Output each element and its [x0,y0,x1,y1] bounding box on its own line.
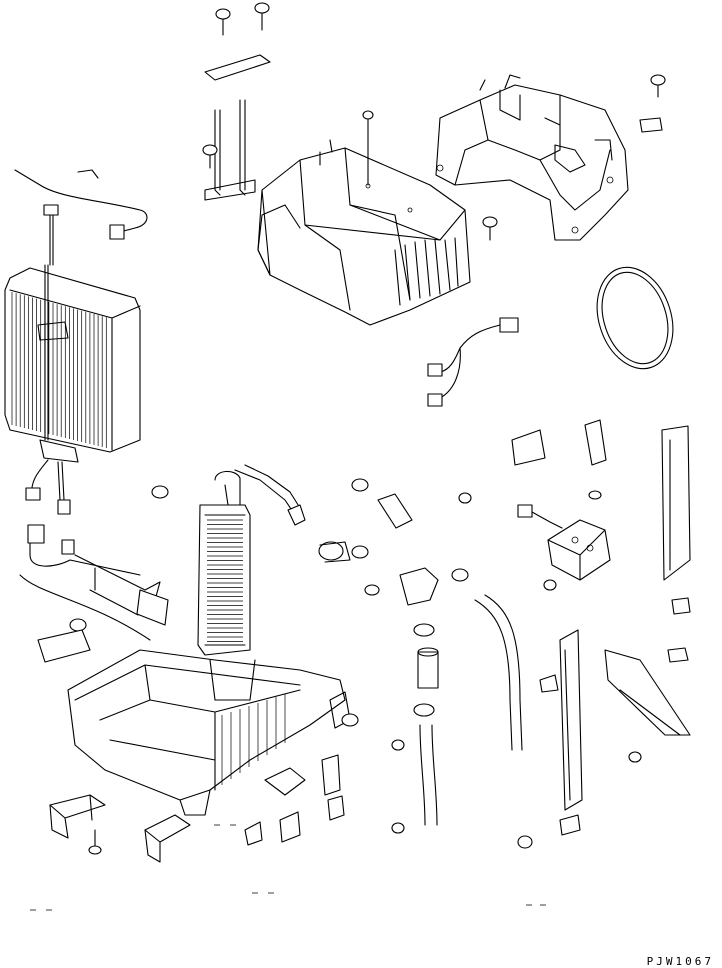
wire-harness [427,317,519,407]
stroke-line [434,712,445,715]
stroke-line [145,360,205,370]
stroke-line [18,812,55,820]
stroke-line [60,858,92,890]
bolts [321,691,405,834]
heater-core [197,464,306,656]
hoses [37,478,523,826]
stroke-line [434,630,445,640]
lower-case [67,649,346,816]
stroke-line [172,8,223,24]
label-marks [30,824,546,911]
stroke-line [368,112,440,155]
stroke-line [172,540,200,565]
stroke-line [382,833,384,864]
stroke-line [438,670,448,675]
thermistor-sensor [14,169,148,266]
stroke-line [378,325,385,360]
stroke-line [12,650,40,665]
stroke-line [150,228,158,242]
evaporator-core [4,264,141,453]
stroke-line [172,160,205,162]
stroke-line [436,770,448,780]
stroke-line [10,620,70,622]
seal-ring [596,266,674,370]
stroke-line [150,625,192,640]
stroke-line [520,460,548,530]
stroke-line [510,570,518,585]
stroke-line [665,90,678,93]
stroke-line [172,72,205,74]
drawing-code: PJW1067 [646,955,714,968]
stroke-line [375,690,385,710]
stroke-line [688,655,712,660]
clips-and-bolts [202,2,666,241]
stroke-line [662,128,680,130]
stroke-line [62,143,82,160]
stroke-line [130,855,158,893]
stroke-line [400,700,402,740]
stroke-line [470,570,482,575]
clips-and-bolts-bottom [49,767,306,863]
stroke-line [362,98,368,108]
control-unit [511,419,691,849]
stroke-line [685,596,715,605]
stroke-line [526,850,530,875]
stroke-line [535,760,560,778]
upper-case [257,139,471,326]
expansion-valve [19,439,169,641]
duct-frame [435,74,629,241]
stroke-line [565,48,578,95]
stroke-line [10,455,38,465]
stroke-line [28,730,70,738]
stroke-line [272,840,283,868]
stroke-line [545,592,552,600]
stroke-line [570,830,585,860]
stroke-line [340,598,372,615]
stroke-line [640,762,650,772]
stroke-line [556,308,600,310]
stroke-line [400,460,410,480]
